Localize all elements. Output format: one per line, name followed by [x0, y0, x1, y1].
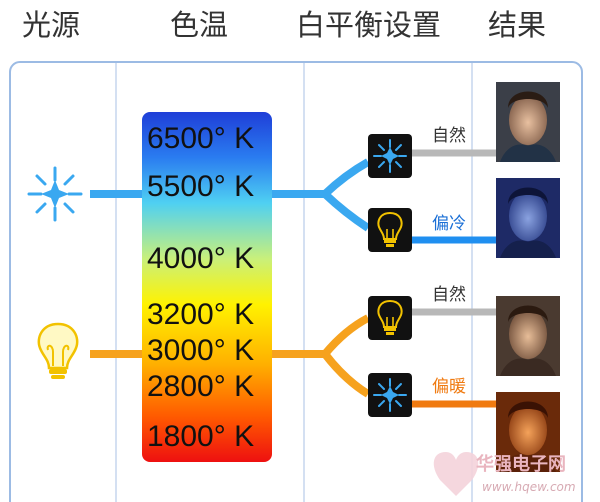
- watermark-url: www.hqew.com: [482, 480, 576, 494]
- label-daylight-natural: 自然: [432, 126, 466, 146]
- wb-tungsten-cool-icon: [368, 208, 412, 252]
- wb-daylight-natural-icon: [368, 134, 412, 178]
- temperature-labels: 6500° K 5500° K 4000° K 3200° K 3000° K …: [147, 122, 254, 453]
- lightbulb-icon: [37, 322, 79, 379]
- result-photo-tungsten-warm: [496, 392, 560, 472]
- result-photo-daylight-natural: [496, 82, 560, 162]
- label-tungsten-natural: 自然: [432, 285, 466, 305]
- label-daylight-cool: 偏冷: [432, 214, 466, 234]
- header-light-source: 光源: [22, 8, 81, 42]
- label-tungsten-warm: 偏暖: [432, 377, 466, 397]
- header-white-balance-setting: 白平衡设置: [296, 8, 442, 42]
- result-photo-tungsten-natural: [496, 296, 560, 376]
- wb-daylight-warm-icon: [368, 373, 412, 417]
- daylight-path: [90, 149, 496, 244]
- wb-tungsten-natural-icon: [368, 296, 412, 340]
- watermark: 华强电子网 www.hqew.com: [433, 452, 576, 496]
- temp-label-2800: 2800° K: [147, 370, 254, 403]
- watermark-text: 华强电子网: [476, 453, 566, 475]
- temp-label-3000: 3000° K: [147, 334, 254, 367]
- temp-label-6500: 6500° K: [147, 122, 254, 155]
- temp-label-5500: 5500° K: [147, 170, 254, 203]
- sun-icon: [27, 166, 83, 222]
- temp-label-1800: 1800° K: [147, 420, 254, 453]
- color-temperature-bar: [142, 112, 272, 462]
- temp-label-4000: 4000° K: [147, 242, 254, 275]
- header-color-temperature: 色温: [170, 8, 229, 42]
- header-result: 结果: [488, 8, 547, 42]
- temp-label-3200: 3200° K: [147, 298, 254, 331]
- tungsten-path: [90, 308, 496, 408]
- result-photo-daylight-cool: [496, 178, 560, 258]
